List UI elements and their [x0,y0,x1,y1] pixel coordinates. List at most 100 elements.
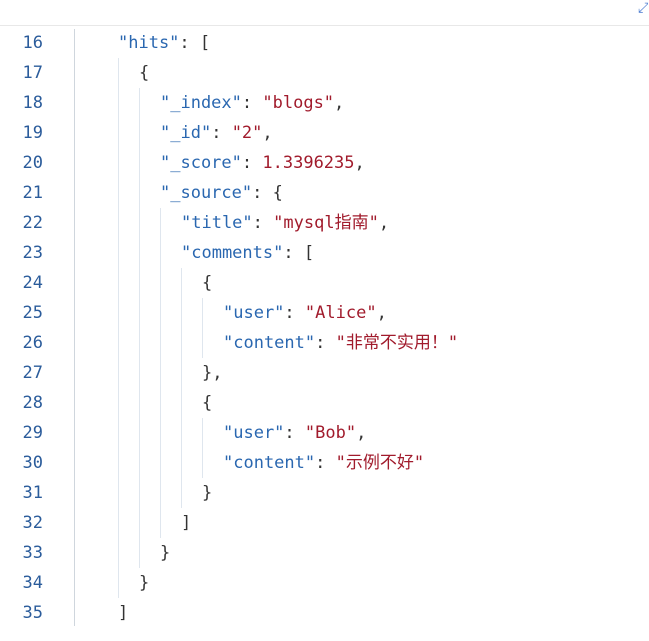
code-line: 33 } [0,538,649,568]
indent-guide [139,88,140,118]
code-text: { [202,393,213,413]
indent-guide [139,118,140,148]
line-number: 28 [22,393,43,413]
indent-guide [160,328,161,358]
line-number: 24 [22,273,43,293]
indent-guide [202,418,203,448]
code-line: 16 "hits": [ [0,28,649,58]
expand-icon[interactable]: ⤢ [638,0,648,16]
code-text: "content": "非常不实用！" [223,333,459,353]
code-line: 19 "_id": "2", [0,118,649,148]
code-text: } [202,483,213,503]
indent-guide [202,298,203,328]
code-line: 29 "user": "Bob", [0,418,649,448]
code-line: 23 "comments": [ [0,238,649,268]
indent-guide [139,148,140,178]
code-line: 25 "user": "Alice", [0,298,649,328]
line-number: 31 [22,483,43,503]
indent-guide [160,388,161,418]
line-number: 34 [22,573,43,593]
code-text: { [139,63,150,83]
indent-guide [118,508,119,538]
indent-guide [139,538,140,568]
line-number: 16 [22,33,43,53]
code-text: }, [202,363,223,383]
indent-guide [118,358,119,388]
indent-guide [181,478,182,508]
indent-guide [139,328,140,358]
indent-guide [181,298,182,328]
indent-guide [118,238,119,268]
code-text: "comments": [ [181,243,315,263]
code-line: 18 "_index": "blogs", [0,88,649,118]
indent-guide [118,208,119,238]
indent-guide [160,478,161,508]
indent-guide [139,208,140,238]
code-line: 26 "content": "非常不实用！" [0,328,649,358]
indent-guide [160,358,161,388]
code-line: 27 }, [0,358,649,388]
line-number: 27 [22,363,43,383]
indent-guide [139,298,140,328]
indent-guide [118,268,119,298]
indent-guide [139,508,140,538]
indent-guide [139,238,140,268]
line-number: 32 [22,513,43,533]
indent-guide [118,448,119,478]
indent-guide [139,388,140,418]
code-text: "_score": 1.3396235, [160,153,365,173]
code-text: "title": "mysql指南", [181,213,390,233]
line-number: 17 [22,63,43,83]
indent-guide [160,448,161,478]
indent-guide [118,388,119,418]
indent-guide [118,568,119,598]
code-text: } [139,573,150,593]
line-number: 25 [22,303,43,323]
indent-guide [118,328,119,358]
indent-guide [118,118,119,148]
line-number: 21 [22,183,43,203]
indent-guide [181,418,182,448]
line-number: 19 [22,123,43,143]
indent-guide [181,388,182,418]
code-line: 31 } [0,478,649,508]
code-text: "hits": [ [118,33,211,53]
indent-guide [118,478,119,508]
indent-guide [118,298,119,328]
line-number: 22 [22,213,43,233]
code-text: "_source": { [160,183,283,203]
code-lines: 16 "hits": [ 17 { 18 "_index": "blogs", … [0,28,649,628]
line-number: 18 [22,93,43,113]
indent-guide [160,208,161,238]
line-number: 29 [22,423,43,443]
indent-guide [202,448,203,478]
code-line: 21 "_source": { [0,178,649,208]
code-text: { [202,273,213,293]
indent-guide [160,238,161,268]
code-line: 28 { [0,388,649,418]
indent-guide [181,328,182,358]
code-text: } [160,543,171,563]
code-line: 35 ] [0,598,649,628]
line-number: 35 [22,603,43,623]
indent-guide [181,358,182,388]
indent-guide [160,418,161,448]
indent-guide [118,148,119,178]
indent-guide [181,448,182,478]
line-number: 30 [22,453,43,473]
line-number: 33 [22,543,43,563]
code-line: 22 "title": "mysql指南", [0,208,649,238]
gutter-divider [74,29,75,626]
code-line: 20 "_score": 1.3396235, [0,148,649,178]
indent-guide [139,448,140,478]
code-line: 30 "content": "示例不好" [0,448,649,478]
code-text: ] [181,513,192,533]
indent-guide [181,268,182,298]
indent-guide [118,88,119,118]
indent-guide [118,178,119,208]
indent-guide [139,478,140,508]
indent-guide [118,538,119,568]
indent-guide [118,58,119,88]
code-text: "_index": "blogs", [160,93,345,113]
